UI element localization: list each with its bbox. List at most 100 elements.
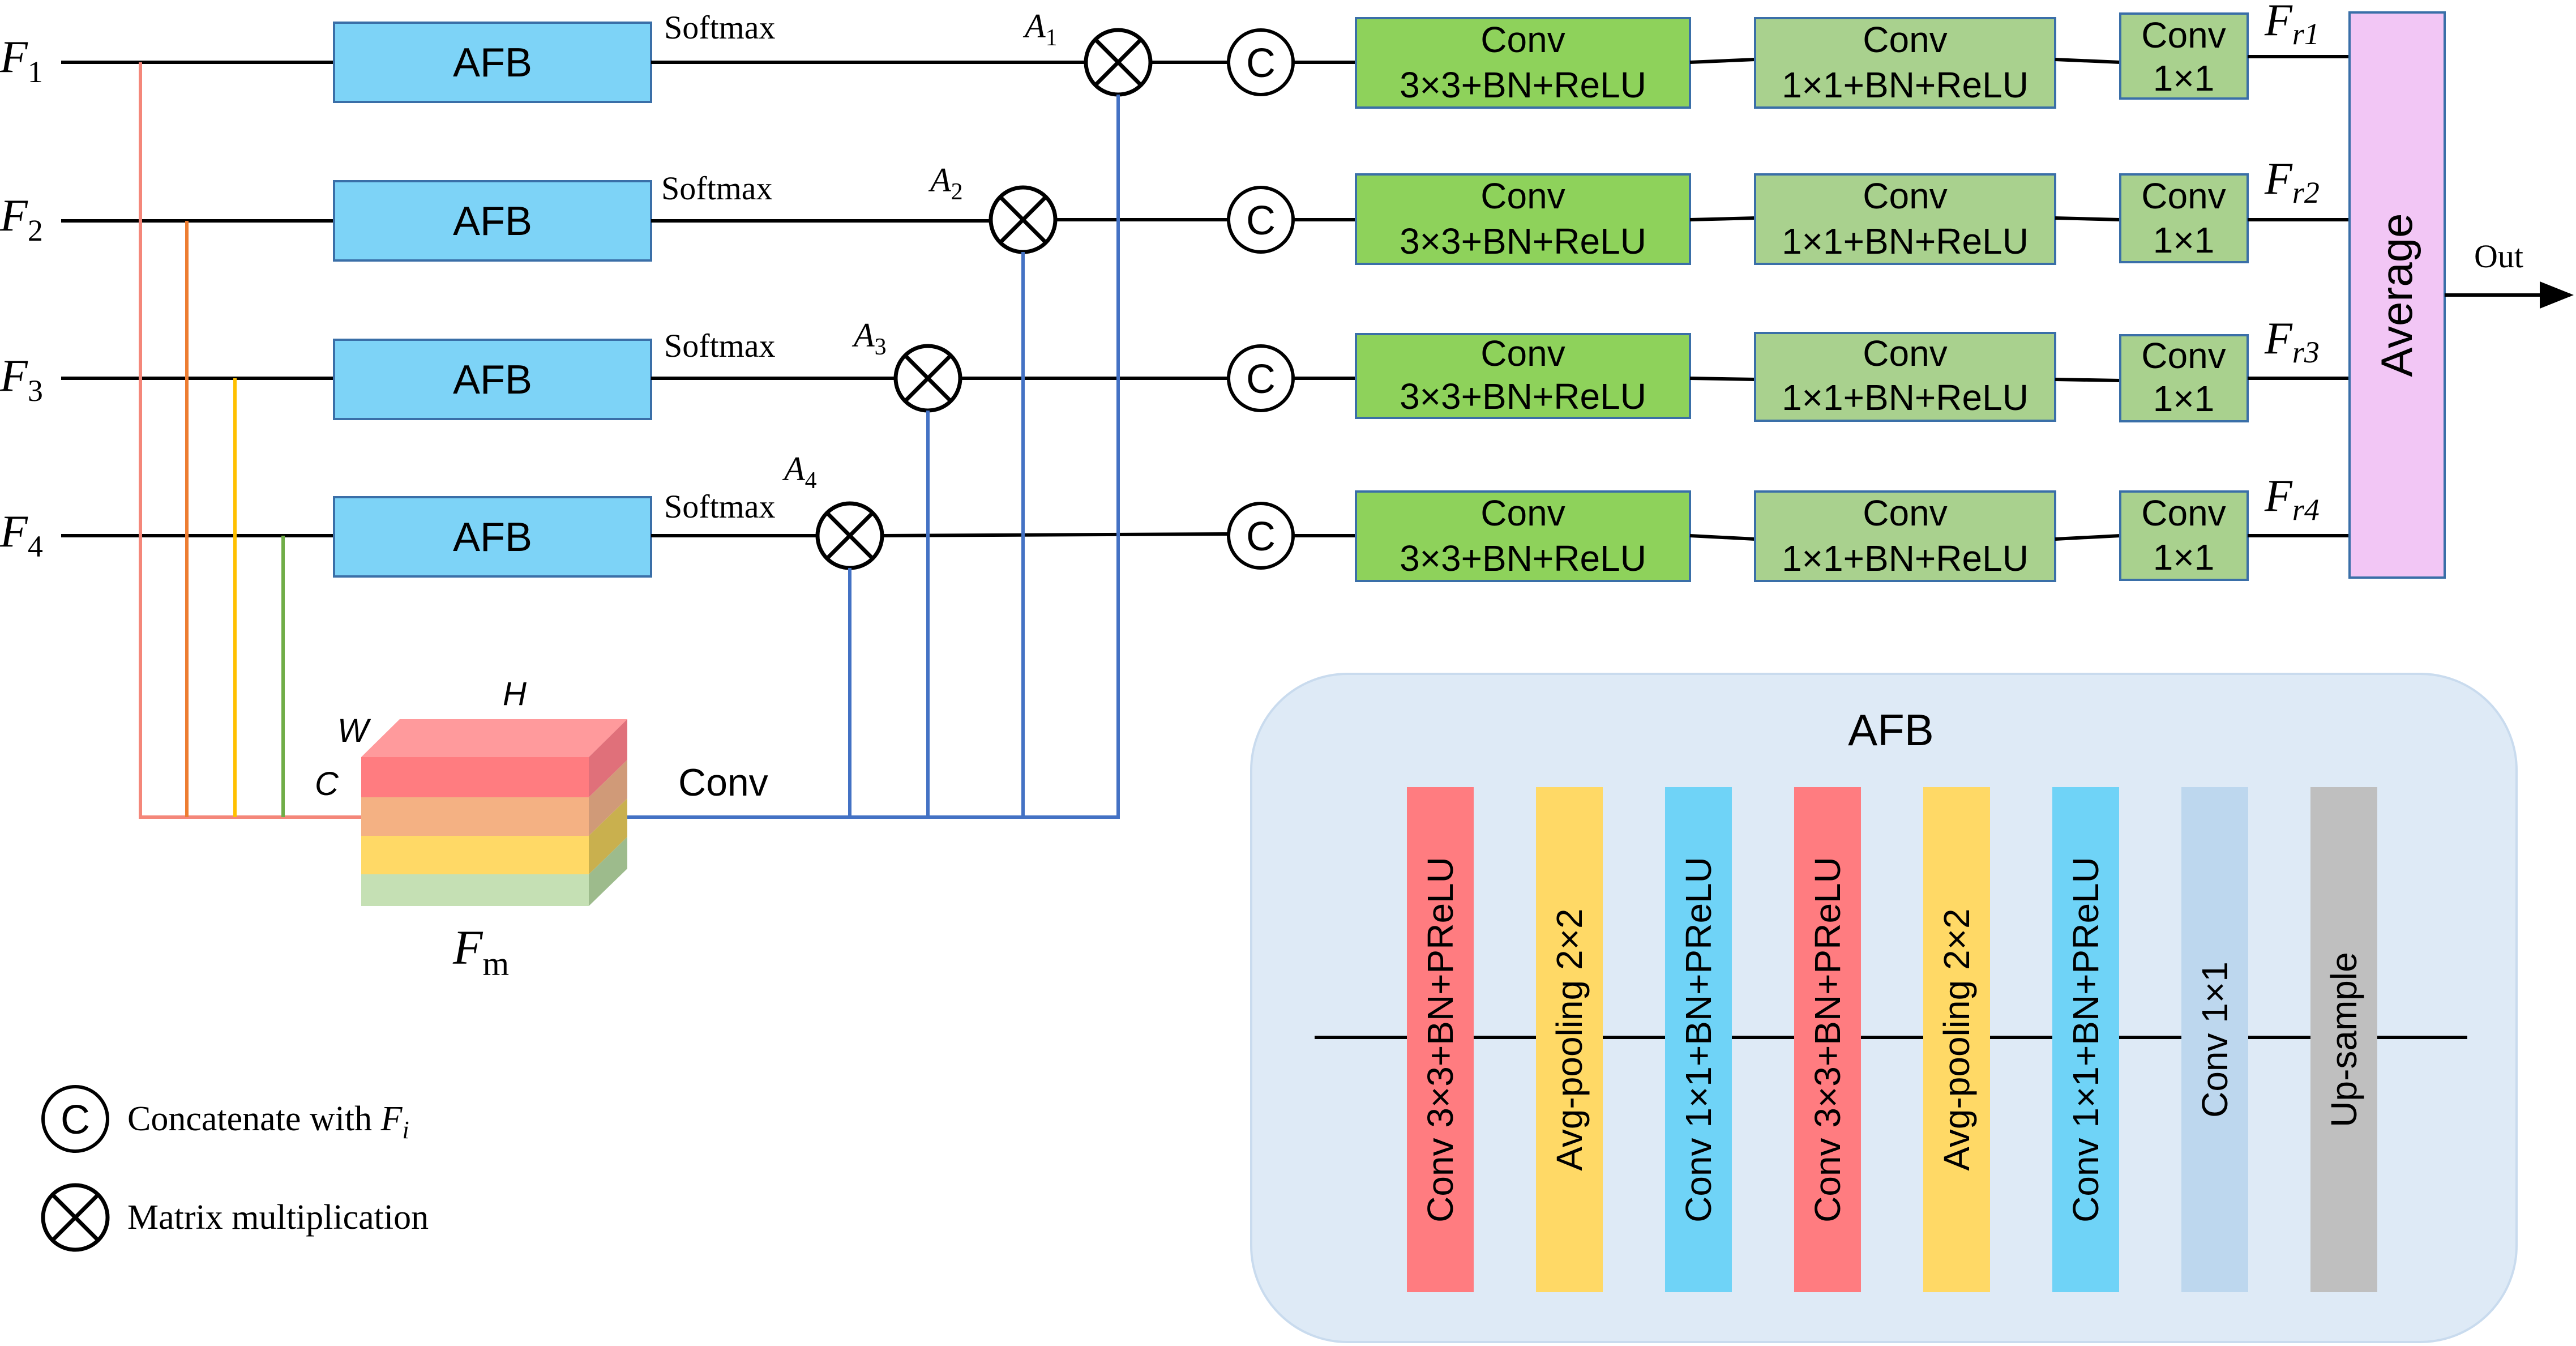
- conv-link-1b: [2055, 58, 2121, 64]
- conv1bn-label-3a: Conv: [1863, 333, 1947, 374]
- cube-side-4: [589, 837, 627, 906]
- fm-to-matmul-lines: [627, 95, 1120, 819]
- conv1-block-3: [2119, 334, 2249, 422]
- attention-label-a2: A2: [928, 161, 963, 205]
- cube-front-1: [361, 757, 589, 797]
- conv1-label-3b: 1×1: [2153, 378, 2215, 419]
- conv1bn-label-1b: 1×1+BN+ReLU: [1782, 65, 2029, 105]
- afb-block-label-1: AFB: [453, 40, 532, 86]
- matmul-operator-3: [893, 344, 962, 413]
- cube-front-4: [361, 874, 589, 906]
- afb-layer-bar-4: [1794, 787, 1861, 1292]
- matmul-operator-4: [815, 501, 884, 570]
- conv1-label-4a: Conv: [2141, 493, 2226, 533]
- afb-block-label-4: AFB: [453, 515, 532, 560]
- cube-front-2: [361, 797, 589, 836]
- input-label-f3: F3: [0, 351, 43, 408]
- conv-link-4b: [2055, 534, 2121, 541]
- legend-concat-symbol: C: [61, 1097, 90, 1143]
- attention-label-a3: A3: [851, 317, 887, 360]
- conv1bn-block-1: [1754, 17, 2056, 109]
- cube-label-h: H: [503, 676, 527, 712]
- matmul-to-concat-4: [882, 532, 1229, 537]
- conv-label: Conv: [678, 761, 768, 804]
- output-label-fr2: Fr2: [2264, 154, 2320, 210]
- conv3-label-1a: Conv: [1480, 19, 1565, 60]
- conv-link-3b: [2055, 378, 2121, 382]
- cube-top-face: [361, 719, 627, 757]
- legend-matmul-icon: [41, 1183, 110, 1252]
- concat-symbol-4: C: [1246, 514, 1276, 559]
- matmul-operator-2: [989, 185, 1058, 254]
- concat-symbol-1: C: [1246, 41, 1276, 86]
- afb-layer-label-7: Conv 1×1: [2194, 962, 2235, 1118]
- branch-lines: [139, 62, 362, 819]
- afb-layer-bar-2: [1536, 787, 1603, 1292]
- input-label-f4: F4: [0, 507, 43, 563]
- average-group: Average Out: [2348, 11, 2574, 579]
- cube-front-3: [361, 836, 589, 874]
- legend-concat-icon: [41, 1085, 109, 1153]
- attention-label-a1: A1: [1022, 7, 1058, 51]
- conv3-block-2: [1355, 173, 1691, 265]
- conv3-block-1: [1355, 17, 1691, 109]
- legend-concat-text: Concatenate with Fi: [127, 1100, 409, 1144]
- conv3-label-3b: 3×3+BN+ReLU: [1400, 376, 1646, 417]
- row-1: F1 AFB Softmax A1 C Conv 3×3+BN+ReLU Con…: [0, 0, 2350, 109]
- fm-conv-lines: Conv: [627, 95, 1120, 819]
- cube-side-2: [589, 760, 627, 836]
- afb-layer-label-2: Avg-pooling 2×2: [1549, 908, 1590, 1170]
- conv1-label-2b: 1×1: [2153, 220, 2215, 260]
- row-4: F4 AFB Softmax A4 C Conv 3×3+BN+ReLU Con…: [0, 450, 2350, 582]
- afb-block-label-2: AFB: [453, 199, 532, 244]
- conv1-label-3a: Conv: [2141, 335, 2226, 376]
- row-3: F3 AFB Softmax A3 C Conv 3×3+BN+ReLU Con…: [0, 314, 2350, 422]
- cube-label-w: W: [337, 712, 371, 749]
- conv-link-1a: [1689, 58, 1756, 64]
- conv1bn-block-4: [1754, 490, 2056, 582]
- conv1bn-label-3b: 1×1+BN+ReLU: [1782, 377, 2029, 418]
- average-block: [2348, 11, 2446, 579]
- conv1bn-block-3: [1754, 332, 2056, 422]
- afb-layer-bar-7: [2181, 787, 2248, 1292]
- row-2: F2 AFB Softmax A2 C Conv 3×3+BN+ReLU Con…: [0, 154, 2350, 265]
- conv3-label-3a: Conv: [1480, 333, 1565, 374]
- matmul-operator-1: [1084, 28, 1153, 97]
- afb-block-3: [333, 339, 652, 420]
- conv-link-2a: [1689, 216, 1756, 221]
- legend: C Concatenate with Fi Matrix multiplicat…: [41, 1085, 429, 1252]
- softmax-label-1: Softmax: [664, 9, 776, 46]
- concat-symbol-3: C: [1246, 357, 1276, 402]
- output-label-fr1: Fr1: [2264, 0, 2320, 51]
- conv1-block-4: [2119, 490, 2249, 581]
- afb-layer-bar-3: [1665, 787, 1732, 1292]
- input-label-f2: F2: [0, 191, 43, 247]
- conv1-block-2: [2119, 173, 2249, 263]
- legend-matmul-text: Matrix multiplication: [127, 1198, 429, 1237]
- conv1bn-block-2: [1754, 173, 2056, 265]
- concat-symbol-2: C: [1246, 198, 1276, 243]
- attention-label-a4: A4: [782, 450, 817, 494]
- conv3-label-1b: 3×3+BN+ReLU: [1400, 65, 1646, 105]
- afb-layer-bar-6: [2052, 787, 2119, 1292]
- output-label-fr4: Fr4: [2264, 471, 2320, 527]
- fm-cube: W H C Fm: [315, 676, 627, 982]
- output-label-fr3: Fr3: [2264, 314, 2320, 369]
- conv3-label-4a: Conv: [1480, 493, 1565, 533]
- conv1-label-2a: Conv: [2141, 176, 2226, 216]
- cube-label-c: C: [315, 766, 339, 802]
- softmax-label-2: Softmax: [661, 170, 773, 207]
- afb-layer-label-3: Conv 1×1+BN+PReLU: [1678, 857, 1719, 1223]
- afb-block-label-3: AFB: [453, 357, 532, 403]
- afb-layer-bar-5: [1923, 787, 1990, 1292]
- softmax-label-3: Softmax: [664, 327, 776, 364]
- afb-layer-label-5: Avg-pooling 2×2: [1936, 908, 1977, 1170]
- out-label: Out: [2474, 238, 2523, 275]
- afb-panel-title: AFB: [1848, 705, 1934, 755]
- conv1-block-1: [2119, 12, 2249, 100]
- conv3-block-3: [1355, 333, 1691, 419]
- conv-link-3a: [1689, 377, 1756, 381]
- conv1-label-4b: 1×1: [2153, 537, 2215, 578]
